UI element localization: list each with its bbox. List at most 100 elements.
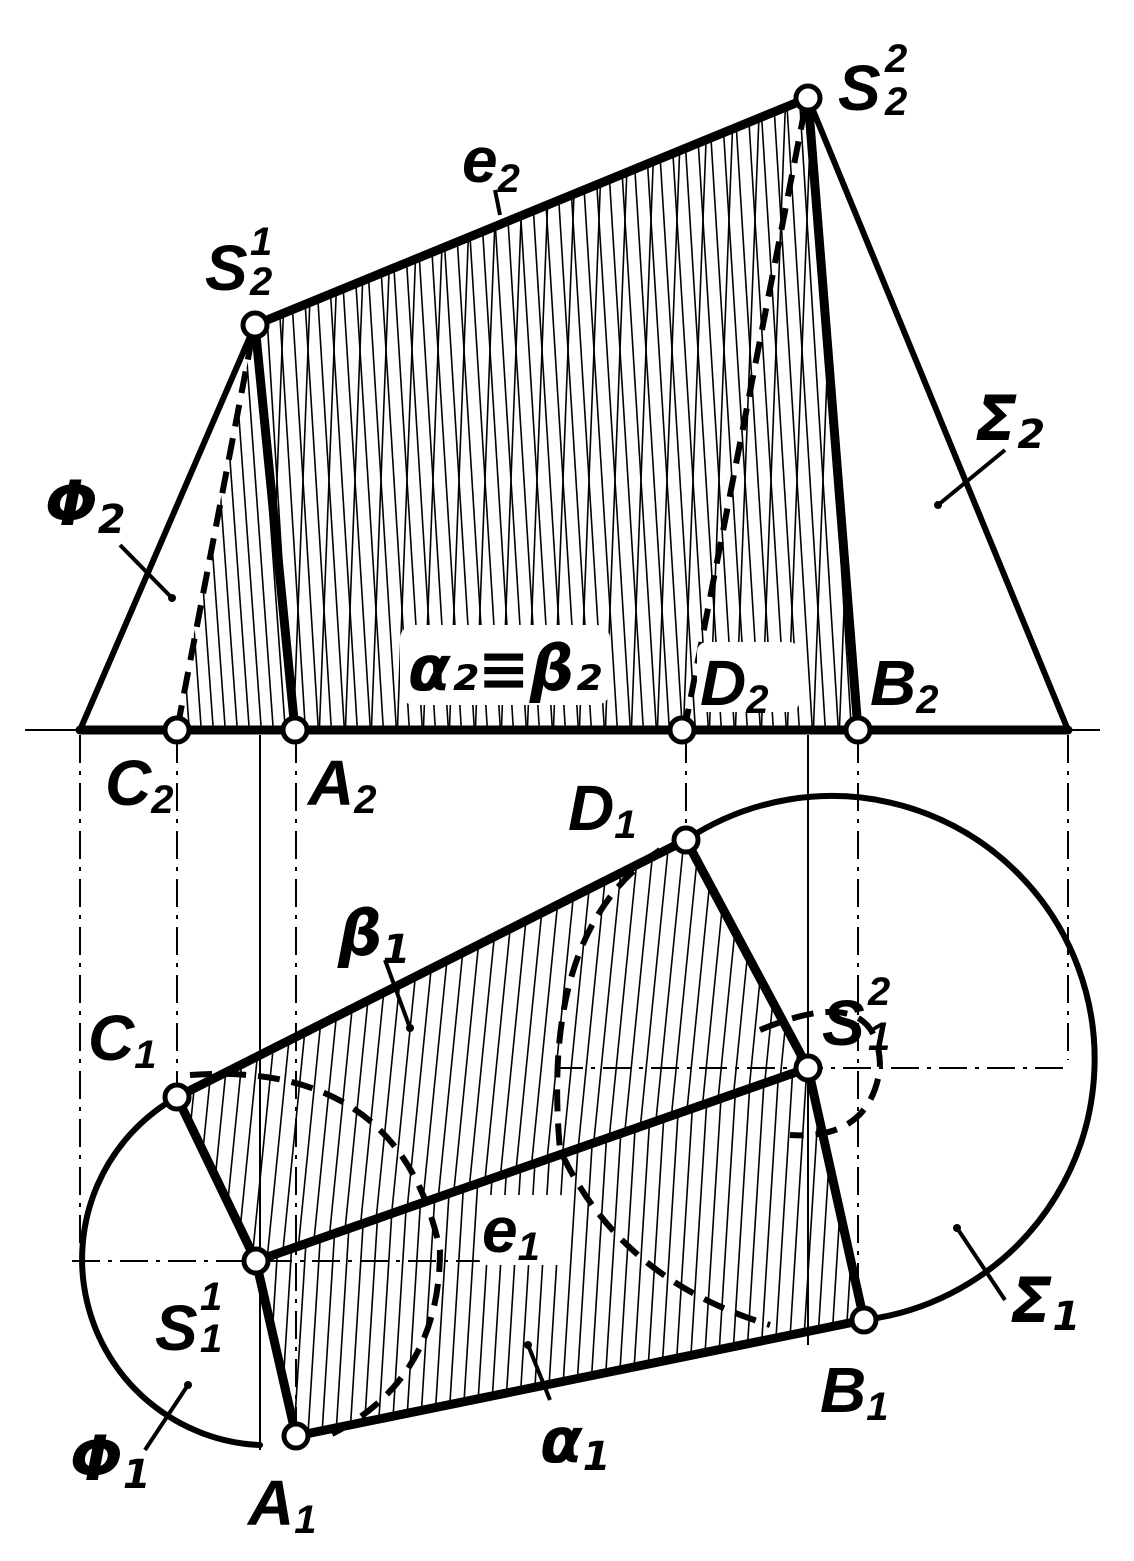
label-d1: D1 <box>568 772 636 847</box>
label-s1-2-sup: 2 <box>867 970 890 1014</box>
hatch-line <box>330 98 372 730</box>
point-s1-2 <box>793 1053 823 1083</box>
hatch-line <box>707 98 749 730</box>
hatch-line <box>306 1068 333 1436</box>
hatch-line <box>772 98 814 730</box>
leader-e2 <box>493 189 502 216</box>
point-c1 <box>162 1082 192 1112</box>
point-d2 <box>667 715 697 745</box>
label-alpha-beta-2-bg <box>400 625 610 705</box>
label-sigma1: Σ1 <box>1010 1264 1080 1340</box>
hatch-line <box>432 1068 459 1436</box>
label-c1: C1 <box>88 1002 156 1077</box>
label-s1-1-sup: 1 <box>200 1275 222 1319</box>
edge-c1-d1 <box>172 835 691 1102</box>
hatch-line <box>865 90 890 740</box>
hatch-line <box>720 98 762 730</box>
hatch-line <box>629 98 671 730</box>
hatch-line <box>768 1068 795 1436</box>
hatch-line <box>204 840 251 1261</box>
label-s1-2: S <box>822 987 865 1059</box>
hatch-line <box>712 1068 739 1436</box>
hatch-line <box>760 98 787 730</box>
label-a2: A2 <box>306 747 376 822</box>
edge-e1 <box>251 1063 813 1266</box>
hatch-line <box>850 98 862 730</box>
hatch-line <box>577 98 619 730</box>
hatch-line <box>590 98 632 730</box>
edge-a1-b1 <box>291 1315 869 1441</box>
circle-phi1-hidden <box>189 1071 444 1438</box>
hatch-line <box>740 1068 767 1436</box>
hatch-line <box>317 98 359 730</box>
small-arc-s12 <box>758 1008 884 1139</box>
hatch-line <box>603 98 645 730</box>
label-b1: B1 <box>820 1354 888 1429</box>
hatch-line <box>223 1050 248 1450</box>
label-e1: e1 <box>482 1194 540 1269</box>
leader-phi2 <box>118 543 174 600</box>
label-s2-2: S <box>838 52 881 124</box>
phi1-point <box>184 1381 192 1389</box>
point-b1 <box>849 1305 879 1335</box>
hatch-line <box>572 1068 599 1436</box>
cone-phi2-dashed-generatrix <box>175 337 255 726</box>
hatch-line <box>343 98 385 730</box>
hatch-line <box>759 98 801 730</box>
alpha1-point <box>524 1341 532 1349</box>
hatch-line <box>782 1068 809 1436</box>
point-s1-1 <box>241 1246 271 1276</box>
hatch-line <box>642 98 684 730</box>
hatch-line <box>362 1068 389 1436</box>
hatch-line <box>630 98 657 730</box>
label-b2: B2 <box>870 647 938 722</box>
edge-d1-s12 <box>681 835 813 1073</box>
leader-phi1 <box>143 1383 190 1452</box>
label-a1: A1 <box>246 1467 316 1542</box>
hatch-line <box>681 98 723 730</box>
leader-sigma1 <box>955 1226 1007 1302</box>
leader-sigma2 <box>936 448 1007 507</box>
hatch-line <box>604 98 631 730</box>
point-b2 <box>843 715 873 745</box>
edge-e2 <box>250 93 813 330</box>
hatch-line <box>616 98 658 730</box>
label-s2-1-sup: 1 <box>250 220 272 264</box>
hatch-line <box>726 1068 753 1436</box>
hatch-line <box>446 1068 473 1436</box>
hatch-line <box>877 90 917 740</box>
circle-sigma1-hidden <box>554 847 771 1328</box>
circle-sigma1-outline <box>683 793 1098 1323</box>
label-s2-2-sup: 2 <box>884 37 907 81</box>
hatch-line <box>798 98 840 730</box>
label-d2-bg <box>697 642 799 712</box>
label-s1-1-sub: 1 <box>200 1317 222 1361</box>
label-c2: C2 <box>105 747 173 822</box>
edge-s22-d2-dashed <box>683 107 808 723</box>
hatch-line <box>291 98 333 730</box>
hatch-line <box>642 1068 669 1436</box>
leader-alpha1 <box>526 1344 552 1401</box>
hatch-line <box>292 98 319 730</box>
hatch-line <box>177 840 221 1261</box>
hatch-line <box>655 98 697 730</box>
hatch-line <box>694 98 736 730</box>
label-s1-1: S <box>155 1292 198 1364</box>
label-sigma2: Σ2 <box>975 382 1045 458</box>
hatch-line <box>207 325 239 730</box>
point-a2 <box>280 715 310 745</box>
label-e1-bg <box>478 1195 570 1265</box>
label-s2-1-sub: 2 <box>249 260 272 304</box>
edge-s12-b1 <box>803 1063 869 1325</box>
hatch-line <box>864 90 904 740</box>
sigma1-point <box>953 1224 961 1232</box>
hatch-line <box>177 840 206 1261</box>
hatch-line <box>785 98 827 730</box>
point-s2-2 <box>793 83 823 113</box>
label-d2: D2 <box>700 647 768 722</box>
leader-beta1 <box>383 959 412 1029</box>
hatch-line <box>786 98 813 730</box>
hatch-line <box>195 325 227 730</box>
hatch-line <box>243 325 275 730</box>
edge-c1-s11 <box>172 1092 261 1266</box>
